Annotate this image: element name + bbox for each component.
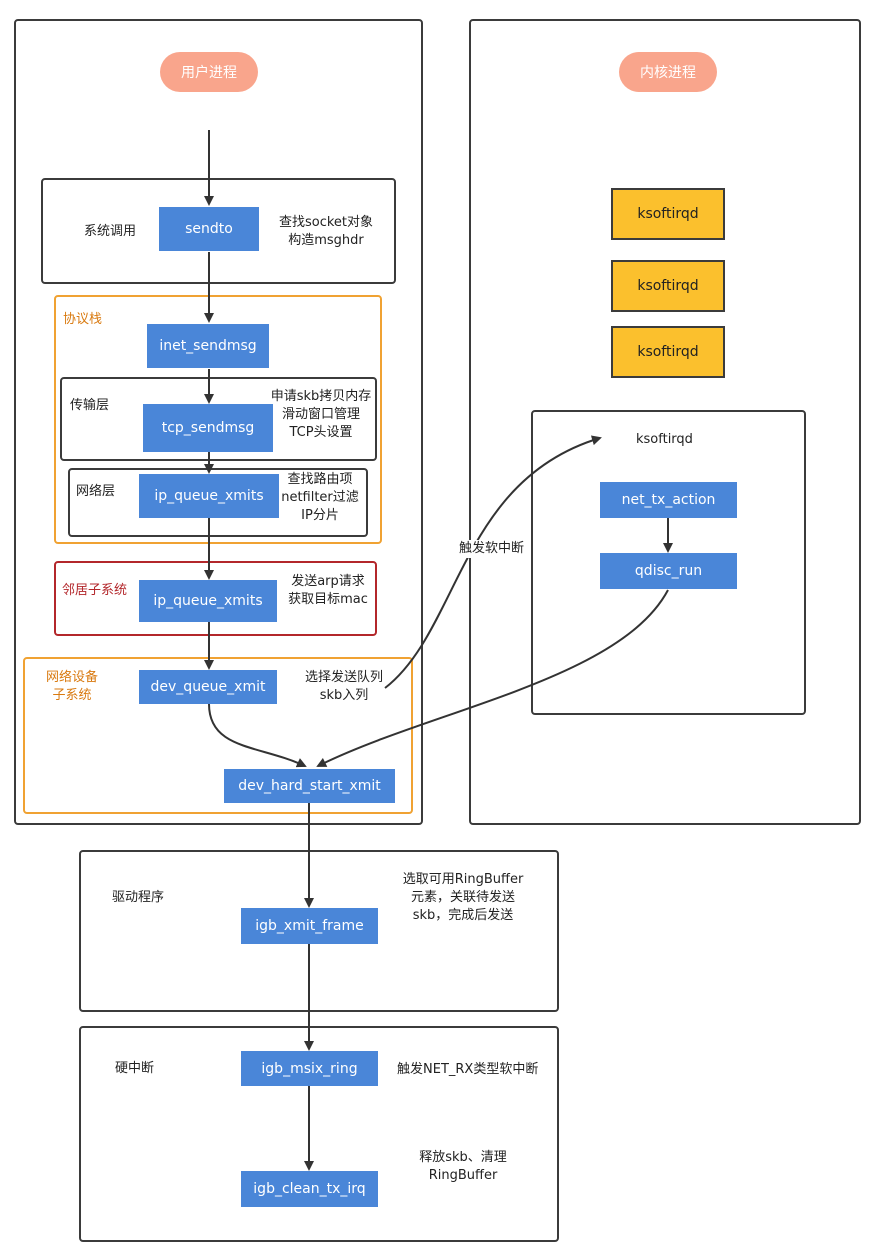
netdev-label-line: 子系统 bbox=[52, 688, 92, 703]
igb-xmit-frame-node: igb_xmit_frame bbox=[241, 908, 378, 944]
network-note: 查找路由项 netfilter过滤 IP分片 bbox=[274, 471, 366, 525]
netdev-label-line: 网络设备 bbox=[45, 670, 98, 685]
tcp-sendmsg-node: tcp_sendmsg bbox=[143, 404, 273, 452]
ksoftirqd-thread-1: ksoftirqd bbox=[611, 188, 725, 240]
syscall-group-label: 系统调用 bbox=[84, 224, 137, 239]
netdev-note-line: 选择发送队列 bbox=[304, 670, 383, 685]
transport-note-line: 申请skb拷贝内存 bbox=[270, 389, 372, 404]
ksoftirqd-group-label: ksoftirqd bbox=[636, 432, 693, 447]
arrow-qdisc-run-to-dev-hard-start-xmit bbox=[316, 589, 669, 767]
neighbor-note: 发送arp请求 获取目标mac bbox=[280, 573, 376, 609]
trigger-softirq-label: 触发软中断 bbox=[457, 540, 527, 558]
hardirq-note-2: 释放skb、清理 RingBuffer bbox=[404, 1149, 522, 1185]
transport-note: 申请skb拷贝内存 滑动窗口管理 TCP头设置 bbox=[262, 388, 380, 442]
net-tx-action-node: net_tx_action bbox=[600, 482, 737, 518]
igb-clean-tx-irq-node: igb_clean_tx_irq bbox=[241, 1171, 378, 1207]
user-process-label: 用户进程 bbox=[160, 52, 258, 92]
neighbor-note-line: 发送arp请求 bbox=[291, 574, 365, 589]
driver-note-line: 选取可用RingBuffer bbox=[402, 872, 524, 887]
driver-note: 选取可用RingBuffer 元素，关联待发送 skb，完成后发送 bbox=[390, 871, 536, 925]
ip-queue-xmits-node: ip_queue_xmits bbox=[139, 474, 279, 518]
hardirq-note-2-line: 释放skb、清理 bbox=[419, 1150, 507, 1165]
transport-note-line: 滑动窗口管理 bbox=[281, 407, 360, 422]
inet-sendmsg-node: inet_sendmsg bbox=[147, 324, 269, 368]
network-note-line: IP分片 bbox=[301, 508, 339, 523]
dev-queue-xmit-node: dev_queue_xmit bbox=[139, 670, 277, 704]
driver-note-line: 元素，关联待发送 bbox=[410, 890, 515, 905]
netdev-subsystem-group bbox=[23, 657, 413, 814]
dev-hard-start-xmit-node: dev_hard_start_xmit bbox=[224, 769, 395, 803]
ksoftirqd-thread-2: ksoftirqd bbox=[611, 260, 725, 312]
qdisc-run-node: qdisc_run bbox=[600, 553, 737, 589]
netdev-note-line: skb入列 bbox=[319, 688, 369, 703]
network-note-line: netfilter过滤 bbox=[281, 490, 359, 505]
neighbor-note-line: 获取目标mac bbox=[288, 592, 368, 607]
syscall-note-line: 查找socket对象 bbox=[278, 215, 374, 230]
sendto-node: sendto bbox=[159, 207, 259, 251]
protocol-stack-group bbox=[54, 295, 382, 544]
network-layer-label: 网络层 bbox=[76, 484, 116, 499]
arrow-trigger-softirq bbox=[384, 435, 602, 689]
igb-msix-ring-node: igb_msix_ring bbox=[241, 1051, 378, 1086]
transport-layer-group bbox=[60, 377, 377, 461]
neighbor-ip-queue-xmits-node: ip_queue_xmits bbox=[139, 580, 277, 622]
arrow-dev-queue-xmit-to-dev-hard-start-xmit bbox=[208, 703, 307, 768]
driver-note-line: skb，完成后发送 bbox=[412, 908, 514, 923]
network-layer-group bbox=[68, 468, 368, 537]
syscall-note: 查找socket对象 构造msghdr bbox=[270, 214, 382, 250]
hardirq-note-1: 触发NET_RX类型软中断 bbox=[397, 1062, 539, 1077]
kernel-process-label: 内核进程 bbox=[619, 52, 717, 92]
network-note-line: 查找路由项 bbox=[287, 472, 353, 487]
driver-group-label: 驱动程序 bbox=[112, 890, 165, 905]
transport-note-line: TCP头设置 bbox=[289, 425, 353, 440]
hardirq-note-2-line: RingBuffer bbox=[428, 1168, 498, 1183]
neighbor-subsystem-label: 邻居子系统 bbox=[62, 583, 128, 598]
ksoftirqd-thread-3: ksoftirqd bbox=[611, 326, 725, 378]
netdev-note: 选择发送队列 skb入列 bbox=[296, 669, 392, 705]
syscall-note-line: 构造msghdr bbox=[288, 233, 364, 248]
transport-layer-label: 传输层 bbox=[70, 398, 110, 413]
protocol-stack-label: 协议栈 bbox=[63, 312, 103, 327]
netdev-subsystem-label: 网络设备 子系统 bbox=[36, 669, 108, 705]
hardirq-group-label: 硬中断 bbox=[115, 1061, 155, 1076]
